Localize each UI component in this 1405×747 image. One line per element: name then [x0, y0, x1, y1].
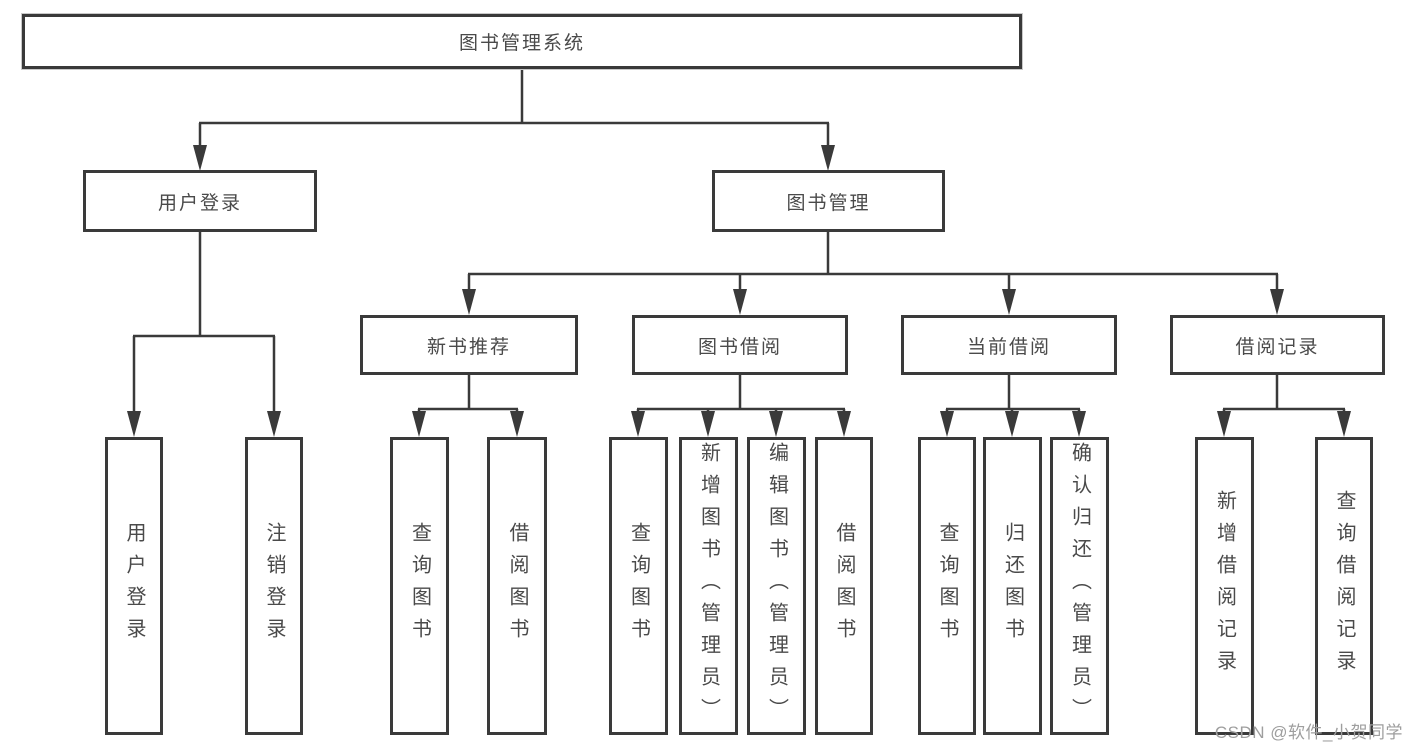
- node-current-borrow-label: 当前借阅: [966, 336, 1051, 358]
- node-book-borrow-label: 图书借阅: [697, 336, 782, 358]
- node-book-borrow: 图书借阅: [632, 315, 848, 375]
- node-new-book-recommend-label: 新书推荐: [426, 336, 511, 358]
- leaf-add-borrow-record: 新增借阅记录: [1195, 437, 1254, 735]
- node-new-book-recommend: 新书推荐: [360, 315, 578, 375]
- node-book-management-label: 图书管理: [786, 192, 871, 214]
- node-root: 图书管理系统: [22, 14, 1022, 69]
- leaf-query-borrow-record-label: 查询借阅记录: [1333, 490, 1355, 682]
- node-root-label: 图书管理系统: [458, 33, 585, 54]
- leaf-user-login: 用户登录: [105, 437, 163, 735]
- leaf-add-borrow-record-label: 新增借阅记录: [1213, 490, 1236, 682]
- leaf-confirm-return-admin-label: 确认归还（管理员）: [1068, 442, 1091, 730]
- leaf-edit-books-admin-label: 编辑图书（管理员）: [765, 442, 788, 730]
- leaf-borrow-books: 借阅图书: [815, 437, 873, 735]
- node-borrow-records-label: 借阅记录: [1235, 336, 1320, 358]
- leaf-user-login-label: 用户登录: [123, 522, 145, 650]
- leaf-query-books-recommend-label: 查询图书: [408, 522, 431, 650]
- leaf-return-books-label: 归还图书: [1001, 522, 1024, 650]
- leaf-query-books-borrow: 查询图书: [609, 437, 668, 735]
- leaf-add-books-admin-label: 新增图书（管理员）: [697, 442, 720, 730]
- leaf-logout: 注销登录: [245, 437, 303, 735]
- leaf-borrow-books-label: 借阅图书: [833, 522, 855, 650]
- leaf-confirm-return-admin: 确认归还（管理员）: [1050, 437, 1109, 735]
- leaf-borrow-books-recommend-label: 借阅图书: [506, 522, 528, 650]
- leaf-add-books-admin: 新增图书（管理员）: [679, 437, 738, 735]
- leaf-borrow-books-recommend: 借阅图书: [487, 437, 547, 735]
- node-current-borrow: 当前借阅: [901, 315, 1117, 375]
- leaf-return-books: 归还图书: [983, 437, 1042, 735]
- leaf-query-borrow-record: 查询借阅记录: [1315, 437, 1373, 735]
- node-borrow-records: 借阅记录: [1170, 315, 1385, 375]
- node-user-login-label: 用户登录: [157, 192, 242, 214]
- leaf-query-books-borrow-label: 查询图书: [627, 522, 650, 650]
- leaf-query-books-current: 查询图书: [918, 437, 976, 735]
- leaf-query-books-recommend: 查询图书: [390, 437, 449, 735]
- leaf-query-books-current-label: 查询图书: [936, 522, 958, 650]
- leaf-edit-books-admin: 编辑图书（管理员）: [747, 437, 806, 735]
- node-book-management: 图书管理: [712, 170, 945, 232]
- node-user-login: 用户登录: [83, 170, 317, 232]
- leaf-logout-label: 注销登录: [263, 522, 285, 650]
- csdn-watermark: CSDN @软件_小贺同学: [1214, 723, 1403, 742]
